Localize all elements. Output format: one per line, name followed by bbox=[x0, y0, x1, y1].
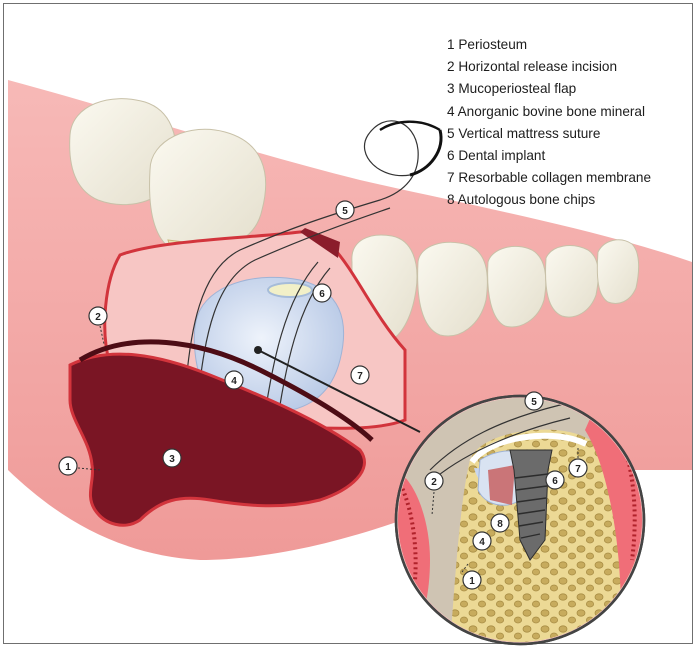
callout-main-1: 1 bbox=[58, 456, 101, 476]
legend-item-3: 3 Mucoperiosteal flap bbox=[447, 81, 577, 97]
svg-text:5: 5 bbox=[531, 397, 537, 408]
inset-callouts: 5 2 6 7 8 4 1 bbox=[424, 391, 588, 590]
callout-inset-7: 7 bbox=[568, 446, 588, 478]
svg-text:4: 4 bbox=[231, 376, 237, 387]
main-callouts: 1 2 3 4 5 6 7 bbox=[58, 200, 370, 476]
callout-main-2: 2 bbox=[88, 306, 108, 345]
svg-text:1: 1 bbox=[469, 576, 475, 587]
legend-item-2: 2 Horizontal release incision bbox=[447, 59, 618, 75]
svg-text:2: 2 bbox=[95, 312, 101, 323]
svg-text:5: 5 bbox=[342, 206, 348, 217]
legend-item-7: 7 Resorbable collagen membrane bbox=[447, 170, 652, 186]
callout-inset-1: 1 bbox=[461, 563, 482, 590]
svg-text:7: 7 bbox=[357, 371, 363, 382]
legend-item-1: 1 Periosteum bbox=[447, 37, 528, 52]
callout-inset-8: 8 bbox=[490, 513, 510, 533]
callout-main-6: 6 bbox=[312, 283, 332, 303]
legend-item-4: 4 Anorganic bovine bone mineral bbox=[447, 103, 646, 119]
legend-item-8: 8 Autologous bone chips bbox=[447, 192, 596, 208]
callout-inset-5: 5 bbox=[524, 391, 544, 411]
svg-text:6: 6 bbox=[552, 476, 558, 487]
callout-main-7: 7 bbox=[350, 365, 370, 385]
callout-inset-4: 4 bbox=[472, 531, 492, 551]
legend-item-6: 6 Dental implant bbox=[447, 148, 546, 164]
mucoperiosteal-flap bbox=[68, 352, 366, 527]
svg-text:7: 7 bbox=[575, 464, 581, 475]
callout-inset-2: 2 bbox=[424, 471, 444, 516]
svg-text:2: 2 bbox=[431, 477, 437, 488]
leader-line bbox=[257, 349, 421, 433]
svg-text:1: 1 bbox=[65, 462, 71, 473]
svg-text:4: 4 bbox=[479, 537, 485, 548]
svg-text:8: 8 bbox=[497, 519, 503, 530]
cross-section-inset bbox=[394, 394, 646, 646]
svg-text:6: 6 bbox=[319, 289, 325, 300]
legend-item-5: 5 Vertical mattress suture bbox=[447, 125, 601, 141]
callout-main-3: 3 bbox=[162, 448, 182, 468]
legend: 1 Periosteum 2 Horizontal release incisi… bbox=[447, 34, 687, 212]
callout-main-4: 4 bbox=[224, 370, 244, 390]
callout-main-5: 5 bbox=[335, 200, 355, 220]
svg-text:3: 3 bbox=[169, 454, 175, 465]
callout-inset-6: 6 bbox=[545, 470, 565, 490]
